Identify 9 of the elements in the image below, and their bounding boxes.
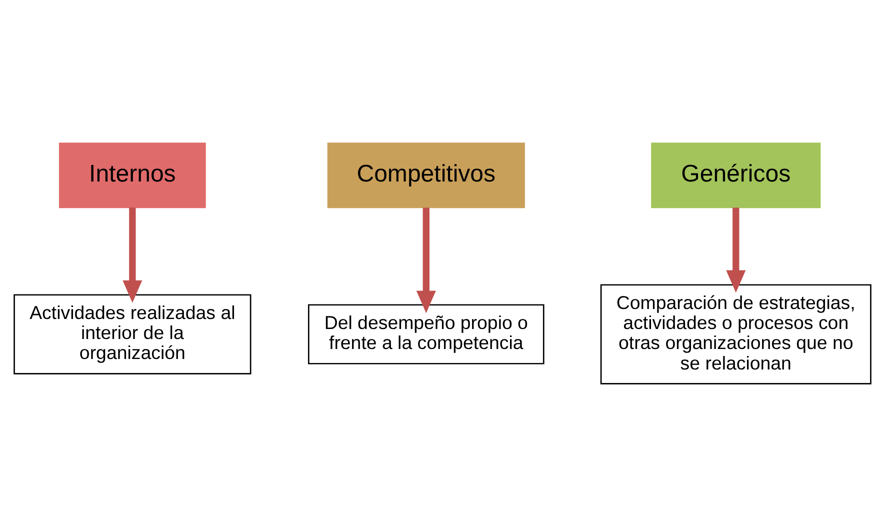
node-box: Del desempeño propio o frente a la competencia [308, 304, 544, 364]
node-box: Internos [59, 142, 206, 208]
node-box: Genéricos [651, 142, 821, 208]
node-box: Comparación de estrategias, actividades o procesos con otras organizaciones que no se relacionan [600, 284, 872, 384]
arrow [416, 208, 436, 314]
arrow [726, 208, 746, 293]
arrow [122, 208, 142, 303]
node-box: Actividades realizadas al interior de la organización [14, 294, 252, 374]
node-box: Competitivos [327, 142, 525, 208]
